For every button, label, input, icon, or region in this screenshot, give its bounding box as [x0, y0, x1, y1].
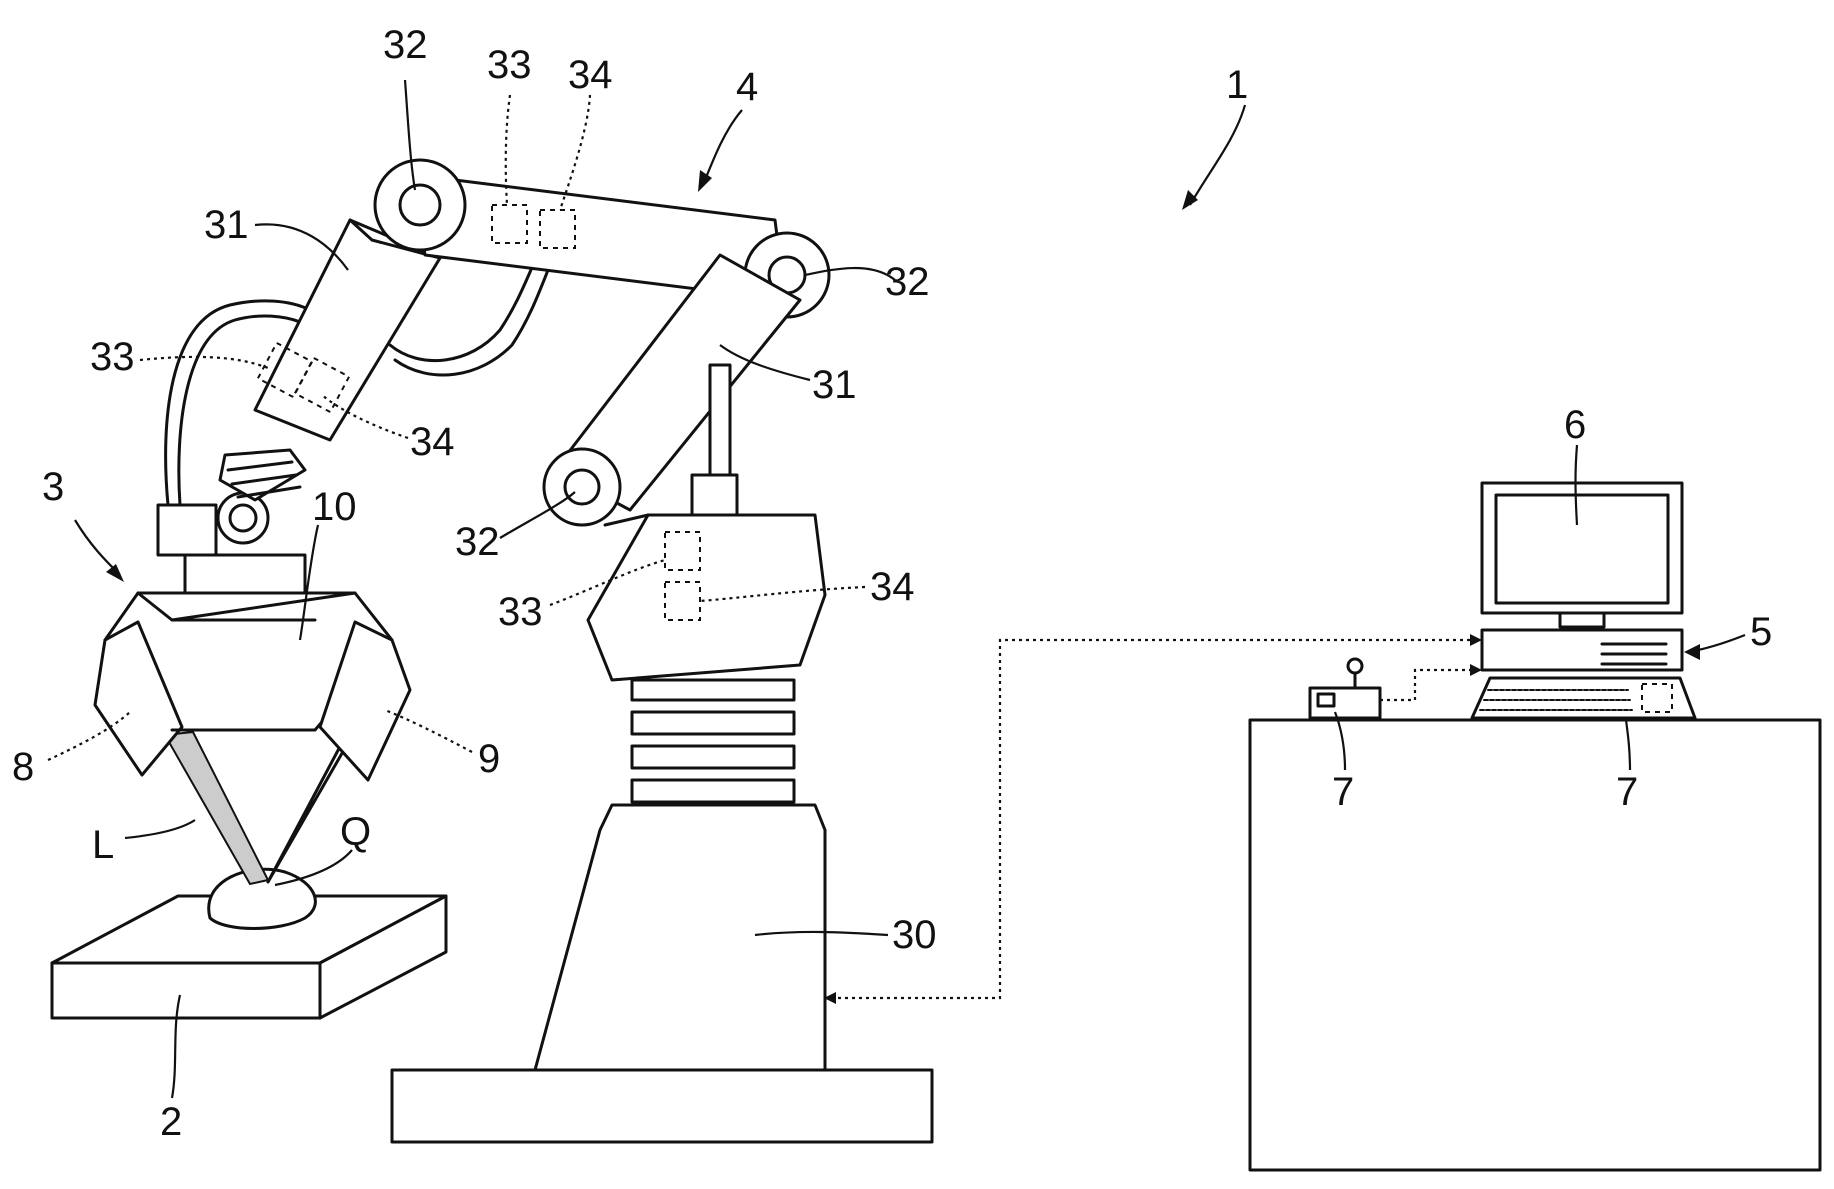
robot-pedestal	[533, 803, 827, 1072]
cable-mid	[388, 248, 542, 363]
robot-body-housing	[586, 513, 827, 682]
label-joint-elbow: 32	[885, 260, 930, 304]
label-arm-upper: 31	[204, 203, 249, 247]
keyboard-keys	[1479, 683, 1673, 713]
label-projector: 8	[12, 745, 34, 789]
sensor-head	[93, 503, 412, 782]
label-input-joystick: 7	[1332, 770, 1354, 814]
label-light: L	[92, 823, 114, 867]
projector-housing	[93, 620, 184, 777]
label-workpiece-table: 2	[160, 1100, 182, 1144]
cable-left	[164, 299, 312, 507]
reference-labels: 1 4 3 32 33 34 32 31 31 33 34 10 32 33 3…	[12, 23, 1772, 1144]
label-motor-arm: 34	[410, 420, 455, 464]
label-arm-lower: 31	[812, 363, 857, 407]
robot-floor-plate	[390, 1068, 934, 1144]
label-input-keyboard: 7	[1616, 770, 1638, 814]
leader-lines	[47, 79, 1746, 1099]
label-encoder-arm: 33	[90, 335, 135, 379]
label-motor-base: 34	[870, 565, 915, 609]
wrist-assembly	[216, 448, 307, 545]
label-camera: 9	[478, 737, 500, 781]
label-joint-shoulder: 32	[455, 520, 500, 564]
computer	[1470, 481, 1697, 720]
signal-lines	[824, 634, 1482, 1004]
label-encoder-base: 33	[498, 590, 543, 634]
projected-light-beam	[163, 730, 270, 886]
desk	[1248, 718, 1822, 1172]
joystick	[1308, 657, 1382, 720]
camera-housing	[318, 620, 412, 782]
label-computer: 5	[1750, 610, 1772, 654]
camera-view-line	[266, 720, 362, 884]
label-motor-top: 34	[568, 53, 613, 97]
label-robot: 4	[736, 65, 758, 109]
label-monitor: 6	[1564, 403, 1586, 447]
label-joint-top: 32	[383, 23, 428, 67]
arm-lower	[553, 253, 802, 512]
keyboard	[1470, 676, 1697, 720]
label-head-body: 10	[312, 485, 357, 529]
label-sensor-head: 3	[42, 465, 64, 509]
robot-base	[390, 363, 934, 1144]
workpiece-dome	[207, 867, 317, 930]
workpiece-table	[50, 867, 448, 1020]
arm-upper	[253, 218, 442, 442]
label-base: 30	[892, 913, 937, 957]
label-measurement-point: Q	[340, 810, 371, 854]
label-system: 1	[1226, 63, 1248, 107]
label-encoder-top: 33	[487, 43, 532, 87]
